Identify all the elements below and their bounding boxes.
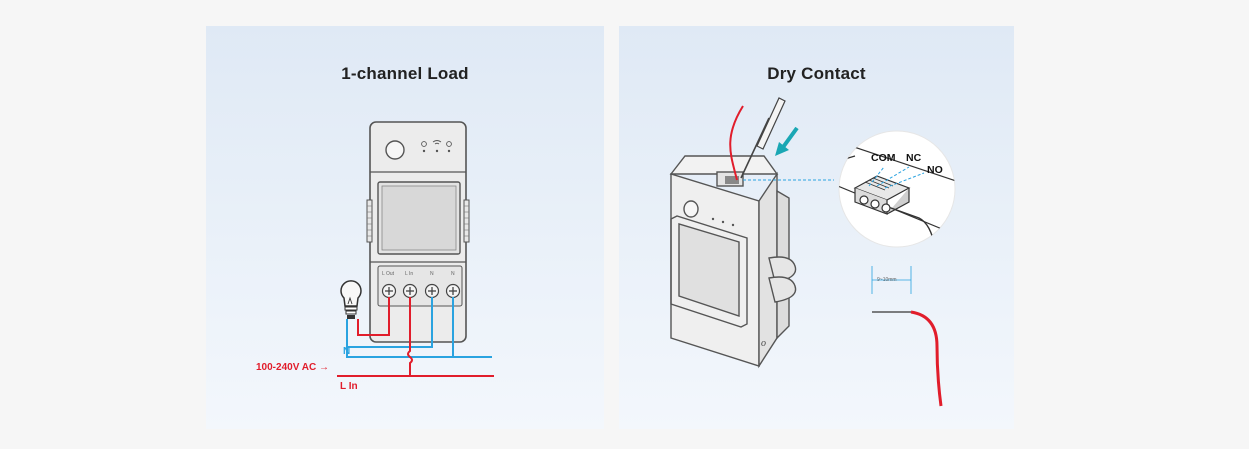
strip-length-indicator (871, 266, 912, 294)
svg-text:o: o (761, 338, 766, 349)
one-channel-load-panel: 1-channel Load (206, 26, 604, 429)
wiring (337, 297, 494, 377)
terminal-label-l-out: L Out (382, 271, 395, 277)
terminal-label-n2: N (451, 271, 455, 277)
terminal-label-nc: NC (906, 152, 922, 164)
power-button (683, 200, 699, 218)
wire-red-input (729, 105, 744, 181)
wire-l-in (407, 297, 413, 376)
wire-bulb-neutral (346, 297, 433, 348)
panel-title-load: 1-channel Load (341, 64, 469, 83)
wifi-icon (432, 140, 442, 145)
light-bulb-icon (340, 280, 362, 319)
neutral-label: N (343, 346, 351, 357)
terminal-label-com: COM (871, 152, 896, 164)
arrow-down-icon (775, 126, 799, 156)
smart-switch-device-side: o (669, 155, 797, 369)
dry-contact-diagram: o (669, 97, 956, 407)
line-in-label: L In (340, 381, 358, 392)
panel-title-dry-contact: Dry Contact (767, 64, 866, 83)
dry-contact-panel: Dry Contact o (619, 26, 1014, 429)
strip-length-label: 9~10mm (877, 277, 897, 283)
terminal-label-no: NO (927, 164, 943, 176)
terminal-label-n1: N (430, 271, 434, 277)
wire-l-out (357, 297, 390, 336)
screwdriver (740, 97, 786, 179)
wire-neutral-bus (346, 347, 492, 358)
terminal-label-l-in: L In (405, 271, 414, 277)
voltage-label: 100-240V AC → (256, 362, 329, 373)
smart-switch-device (366, 121, 470, 343)
load-wiring-diagram (337, 121, 494, 377)
power-button (385, 140, 405, 160)
terminal-zoom-callout (838, 130, 956, 248)
settings-icon (446, 141, 452, 147)
stripped-red-wire (872, 310, 943, 407)
power-icon (421, 141, 427, 147)
